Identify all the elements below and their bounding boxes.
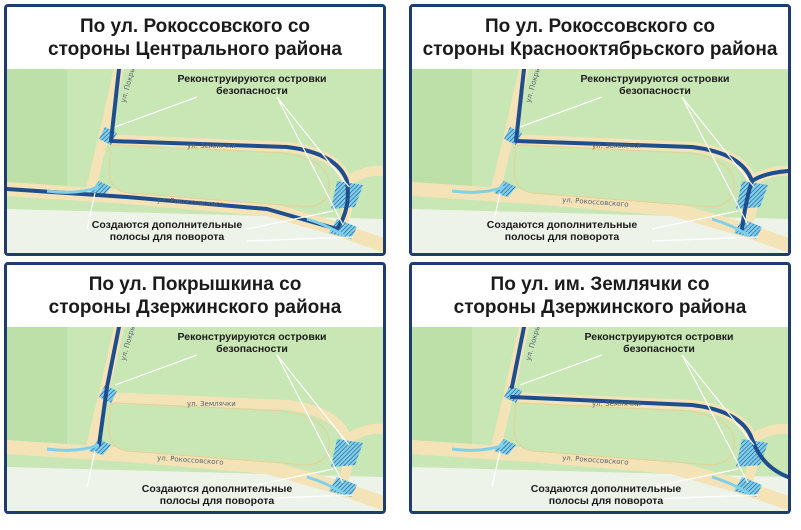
callout-line xyxy=(114,354,198,386)
turn-lane xyxy=(451,185,505,194)
panel-2: По ул. Рокоссовского со стороны Красноок… xyxy=(409,4,791,256)
street-label-zemlyachki: ул. Землячки xyxy=(592,400,641,408)
callout-line xyxy=(246,468,334,488)
safety-island xyxy=(736,181,768,209)
inner-field xyxy=(513,402,735,466)
note-islands: Реконструируются островки безопасности xyxy=(177,73,327,97)
safety-island xyxy=(329,219,357,239)
title-line-1: По ул. Покрышкина со xyxy=(88,274,302,295)
street-label-zemlyachki: ул. Землячки xyxy=(187,142,236,150)
street-label-zemlyachki: ул. Землячки xyxy=(187,400,236,408)
note-lanes: Создаются дополнительные полосы для пово… xyxy=(141,483,293,507)
panel-title: По ул. Рокоссовского со стороны Красноок… xyxy=(412,7,788,69)
note-islands: Реконструируются островки безопасности xyxy=(584,331,734,355)
callout-line xyxy=(246,210,334,230)
callout-line xyxy=(86,192,96,230)
turn-lane xyxy=(451,443,505,452)
callout-line xyxy=(114,96,198,128)
green-area xyxy=(412,327,472,447)
note-lanes: Создаются дополнительные полосы для пово… xyxy=(91,219,243,243)
title-line-2: стороны Дзержинского района xyxy=(453,297,747,318)
title-line-2: стороны Краснооктябрьского района xyxy=(422,39,778,60)
callout-line xyxy=(491,192,501,230)
callout-line xyxy=(491,450,501,488)
turn-lane xyxy=(711,217,749,237)
callout-line xyxy=(276,354,344,484)
note-islands: Реконструируются островки безопасности xyxy=(177,331,327,355)
title-line-2: стороны Дзержинского района xyxy=(48,297,342,318)
callout-line xyxy=(651,494,759,500)
note-lanes: Создаются дополнительные полосы для пово… xyxy=(486,219,638,243)
callout-line xyxy=(246,236,354,242)
callout-line xyxy=(651,236,759,242)
note-islands: Реконструируются островки безопасности xyxy=(580,73,730,97)
inner-field xyxy=(108,402,330,466)
title-line-1: По ул. Рокоссовского со xyxy=(79,16,310,37)
panel-title: По ул. Рокоссовского со стороны Централь… xyxy=(7,7,383,69)
green-area xyxy=(7,327,67,447)
road-east xyxy=(342,165,383,186)
title-line-1: По ул. Рокоссовского со xyxy=(484,16,715,37)
panel-title: По ул. Покрышкина со стороны Дзержинског… xyxy=(7,265,383,327)
road-east xyxy=(747,423,788,444)
inner-field xyxy=(513,144,735,208)
panel-4: По ул. им. Землячки со стороны Дзержинск… xyxy=(409,262,791,514)
title-line-2: стороны Центрального района xyxy=(48,39,342,60)
callout-line xyxy=(651,210,739,230)
route-path xyxy=(97,327,121,447)
title-line-1: По ул. им. Землячки со xyxy=(490,274,710,295)
callout-line xyxy=(246,494,354,500)
callout-line xyxy=(519,96,603,128)
inner-field xyxy=(108,144,330,208)
route-path xyxy=(109,69,350,231)
callout-line xyxy=(651,468,739,488)
panel-3: По ул. Покрышкина со стороны Дзержинског… xyxy=(4,262,386,514)
panel-1: По ул. Рокоссовского со стороны Централь… xyxy=(4,4,386,256)
turn-lane xyxy=(306,475,344,495)
safety-island xyxy=(331,439,363,467)
callout-line xyxy=(519,354,603,386)
turn-lane xyxy=(306,217,344,237)
panel-title: По ул. им. Землячки со стороны Дзержинск… xyxy=(412,265,788,327)
callout-line xyxy=(681,96,749,226)
callout-line xyxy=(276,96,350,188)
callout-line xyxy=(681,96,755,188)
green-area xyxy=(7,69,67,189)
safety-island xyxy=(329,477,357,497)
turn-lane xyxy=(46,443,100,452)
callout-line xyxy=(276,354,350,446)
route-path xyxy=(510,327,526,389)
note-lanes: Создаются дополнительные полосы для пово… xyxy=(530,483,682,507)
callout-line xyxy=(86,450,96,488)
green-area xyxy=(412,69,472,189)
safety-island xyxy=(734,477,762,497)
route-path xyxy=(514,69,754,183)
callout-line xyxy=(681,354,755,446)
street-label-zemlyachki: ул. Землячки xyxy=(592,142,641,150)
safety-island xyxy=(736,439,768,467)
road-east xyxy=(342,423,383,444)
turn-lane xyxy=(711,475,749,495)
callout-line xyxy=(276,96,344,226)
turn-lane xyxy=(46,185,100,194)
callout-line xyxy=(681,354,749,484)
